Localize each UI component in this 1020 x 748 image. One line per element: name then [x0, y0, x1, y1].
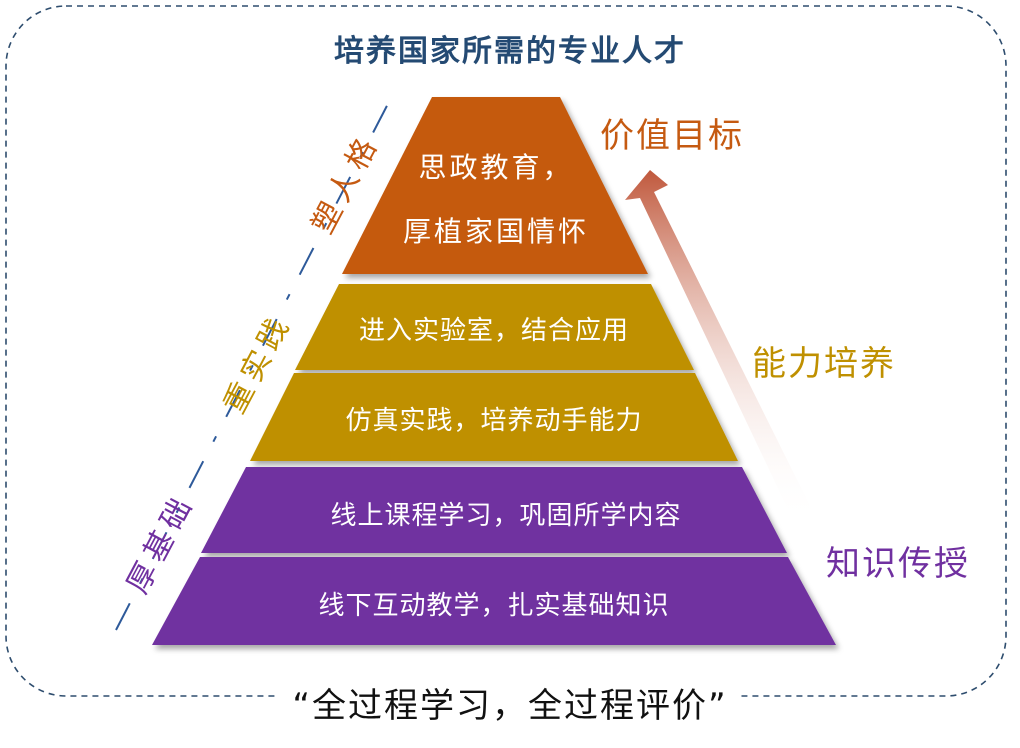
dashed-frame [5, 5, 1007, 697]
apex-line-1: 思政教育， [418, 151, 574, 184]
base-layer-2-text: 线下互动教学，扎实基础知识 [318, 591, 670, 621]
middle-layer-2-text: 仿真实践，培养动手能力 [345, 406, 643, 436]
value-goal-label: 价值目标 [600, 116, 744, 156]
middle-layer-2 [250, 373, 738, 461]
slogan: “全过程学习，全过程评价” [278, 678, 742, 727]
apex-layer [342, 97, 648, 274]
knowledge-transfer-label: 知识传授 [826, 544, 970, 584]
upward-arrow [625, 170, 818, 522]
base-layer-1 [201, 467, 787, 553]
ability-training-label: 能力培养 [752, 344, 896, 384]
base-layer-2 [152, 557, 836, 645]
diagram-title: 培养国家所需的专业人才 [334, 34, 686, 69]
middle-layer-1-text: 进入实验室，结合应用 [358, 316, 629, 346]
middle-layer-1 [295, 284, 694, 370]
base-layer-1-text: 线上课程学习，巩固所学内容 [330, 501, 682, 531]
left-axis-line [115, 95, 393, 631]
apex-line-2: 厚植家国情怀 [402, 215, 589, 248]
